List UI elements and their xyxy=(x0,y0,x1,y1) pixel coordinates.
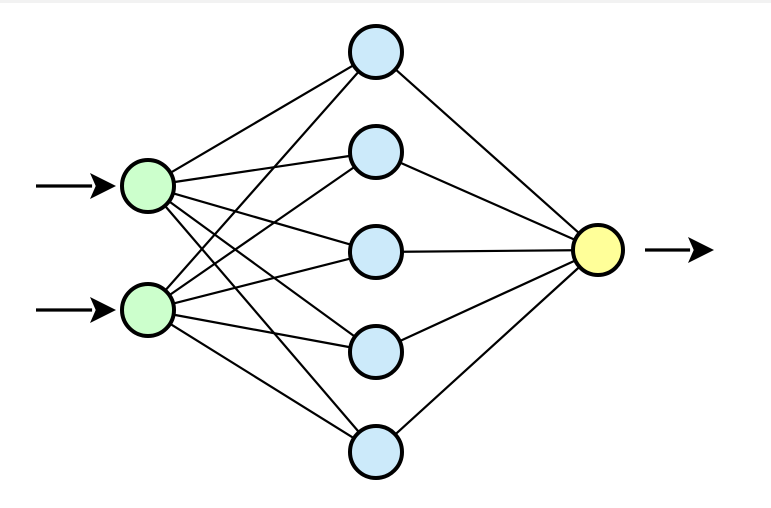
node-h2[interactable] xyxy=(348,124,404,180)
edges-group xyxy=(164,64,580,439)
node-h3[interactable] xyxy=(348,224,404,280)
edge-i2-h2 xyxy=(169,166,355,296)
hidden-layer xyxy=(348,24,404,480)
input-arrow-top xyxy=(36,173,116,199)
top-band-decoration xyxy=(0,0,771,3)
edge-i1-h2 xyxy=(173,154,351,184)
edge-i1-h5 xyxy=(164,205,360,433)
arrows-group xyxy=(36,173,714,323)
node-h1[interactable] xyxy=(348,24,404,80)
node-h5[interactable] xyxy=(348,424,404,480)
node-i2[interactable] xyxy=(120,282,176,338)
output-arrow xyxy=(645,237,714,263)
edge-h2-o1 xyxy=(399,161,576,241)
edge-i2-h1 xyxy=(164,71,360,291)
edge-i1-h1 xyxy=(170,64,354,174)
node-i1[interactable] xyxy=(120,158,176,214)
edge-i2-h3 xyxy=(173,257,351,305)
edge-i1-h4 xyxy=(168,200,356,338)
edge-i2-h4 xyxy=(173,313,351,349)
input-arrow-top-head xyxy=(90,173,116,199)
edge-h1-o1 xyxy=(395,68,580,234)
output-arrow-head xyxy=(688,237,714,263)
input-layer xyxy=(120,158,176,338)
node-o1[interactable] xyxy=(571,223,625,277)
input-arrow-bottom-head xyxy=(90,297,116,323)
output-layer xyxy=(571,223,625,277)
edge-h4-o1 xyxy=(399,259,576,342)
edge-i1-h3 xyxy=(172,192,352,246)
node-h4[interactable] xyxy=(348,324,404,380)
edge-i2-h5 xyxy=(169,323,355,439)
edge-h5-o1 xyxy=(394,266,580,435)
edge-h3-o1 xyxy=(401,249,574,253)
input-arrow-bottom xyxy=(36,297,116,323)
nodes-group xyxy=(120,24,625,480)
